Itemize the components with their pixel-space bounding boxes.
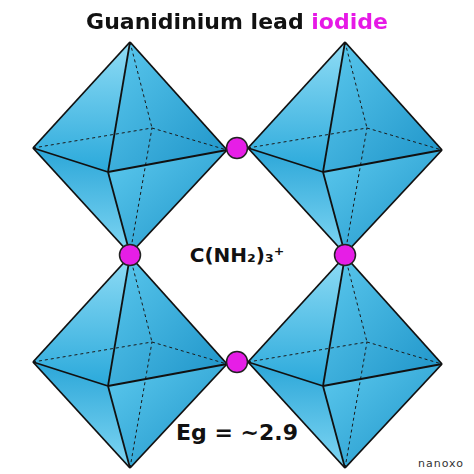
octahedron-edge <box>108 42 130 172</box>
octahedron-face <box>248 362 345 468</box>
octahedron-edge <box>345 256 442 364</box>
octahedron-edge <box>323 364 442 386</box>
octahedron-edge <box>323 42 345 172</box>
octahedron-face <box>33 148 130 254</box>
octahedron-edge <box>108 364 227 386</box>
octahedron-edge <box>248 362 323 386</box>
hidden-edge <box>248 128 367 148</box>
octahedron-face <box>108 364 227 468</box>
octahedron-edge <box>33 148 108 172</box>
octahedron-edge <box>248 362 345 468</box>
octahedron-edge <box>248 148 323 172</box>
octahedron-edge <box>108 256 130 386</box>
octahedron-edge <box>33 362 130 468</box>
octahedron-edge <box>345 42 442 150</box>
octahedron-edge <box>323 256 345 386</box>
octahedron-edge <box>323 172 345 254</box>
iodide-atom <box>227 352 248 373</box>
octahedron-edge <box>108 150 227 172</box>
hidden-edge <box>33 342 152 362</box>
octahedron-edge <box>108 172 130 254</box>
octahedron-edge <box>323 386 345 468</box>
hidden-edge <box>33 128 152 148</box>
octahedron-face <box>108 42 227 172</box>
diagram-title: Guanidinium lead iodide <box>86 9 388 34</box>
watermark: nanoxo <box>418 457 464 470</box>
octahedron-face <box>108 256 227 386</box>
octahedron-edge <box>130 256 227 364</box>
octahedron <box>248 42 442 254</box>
octahedron-face <box>323 256 442 386</box>
hidden-edge <box>248 342 367 362</box>
cation-formula: C(NH₂)₃⁺ <box>190 243 285 267</box>
octahedron-face <box>323 364 442 468</box>
octahedron-face <box>323 150 442 254</box>
octahedron-edge <box>248 148 345 254</box>
octahedron-face <box>108 150 227 254</box>
hidden-edge <box>367 128 442 150</box>
octahedron-edge <box>130 42 227 150</box>
iodide-atom <box>120 245 141 266</box>
hidden-edge <box>152 342 227 364</box>
octahedron-face <box>323 42 442 172</box>
octahedron-face <box>248 148 345 254</box>
iodide-atom <box>227 138 248 159</box>
iodide-atom <box>335 245 356 266</box>
hidden-edge <box>152 128 227 150</box>
hidden-edge <box>367 342 442 364</box>
octahedron-edge <box>33 148 130 254</box>
octahedron-edge <box>108 386 130 468</box>
band-gap-value: Eg = ~2.9 <box>176 420 298 445</box>
octahedron-face <box>33 362 130 468</box>
octahedron-edge <box>33 362 108 386</box>
octahedron-edge <box>323 150 442 172</box>
octahedron <box>33 42 227 254</box>
